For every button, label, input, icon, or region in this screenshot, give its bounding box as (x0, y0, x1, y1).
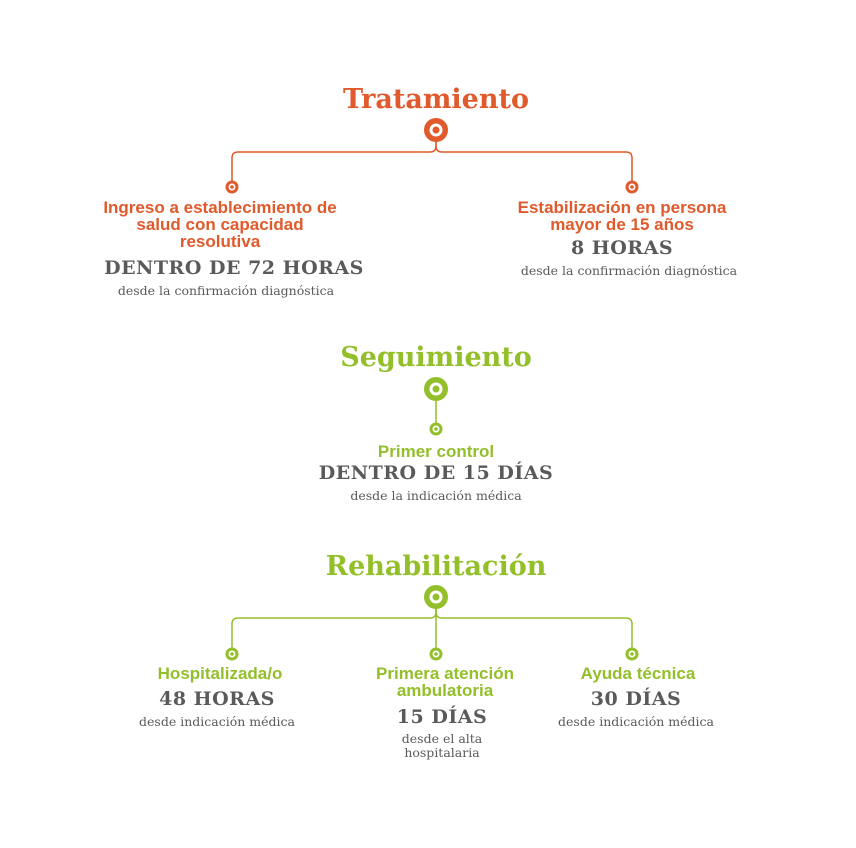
rehabilitacion-item-1-label: Hospitalizada/o (158, 665, 283, 682)
rehabilitacion-item-2-time: 15 DÍAS (396, 706, 488, 728)
rehabilitacion-title: Rehabilitación (325, 551, 547, 582)
tratamiento-item-2-time: 8 HORAS (570, 237, 674, 259)
label-line: Ayuda técnica (580, 664, 696, 683)
rehabilitacion-item-1-time: 48 HORAS (159, 688, 275, 710)
tratamiento-item-1-label: Ingreso a establecimiento de salud con c… (103, 199, 336, 250)
seguimiento-item-1-note: desde la indicación médica (350, 488, 522, 503)
tratamiento-title: Tratamiento (343, 84, 529, 115)
rehabilitacion-item-2-label: Primera atención ambulatoria (376, 665, 514, 699)
seguimiento-item-1-time: DENTRO DE 15 DÍAS (318, 462, 554, 484)
note-line: desde indicación médica (558, 714, 714, 729)
rehabilitacion-node-2 (429, 647, 443, 661)
rehabilitacion-connectors (225, 585, 639, 661)
seguimiento-item-1-label: Primer control (377, 442, 495, 461)
label-line: Ingreso a establecimiento de (103, 198, 337, 217)
tratamiento-node-2 (625, 180, 639, 194)
tratamiento-item-1-time: DENTRO DE 72 HORAS (104, 257, 364, 279)
tratamiento-main-node (424, 118, 448, 142)
seguimiento-title: Seguimiento (340, 342, 532, 373)
rehabilitacion-item-3-time: 30 DÍAS (590, 688, 682, 710)
rehabilitacion-main-node (424, 585, 448, 609)
rehabilitacion-node-1 (225, 647, 239, 661)
rehabilitacion-item-1-note: desde indicación médica (139, 715, 295, 729)
tratamiento-connectors (225, 118, 639, 194)
rehabilitacion-item-3-note: desde indicación médica (558, 715, 714, 729)
tratamiento-item-2-note: desde la confirmación diagnóstica (520, 263, 738, 278)
note-line: desde el alta (401, 731, 483, 746)
label-line: salud con capacidad (136, 215, 304, 234)
label-line: Hospitalizada/o (157, 664, 283, 683)
label-line: ambulatoria (396, 681, 494, 700)
label-line: resolutiva (179, 232, 261, 251)
label-line: mayor de 15 años (550, 215, 694, 234)
rehabilitacion-item-2-note: desde el alta hospitalaria (402, 732, 482, 760)
seguimiento-main-node (424, 377, 448, 401)
seguimiento-node-1 (429, 422, 443, 436)
rehabilitacion-item-3-label: Ayuda técnica (581, 665, 696, 682)
seguimiento-connectors (424, 377, 448, 436)
tratamiento-node-1 (225, 180, 239, 194)
note-line: hospitalaria (404, 745, 480, 760)
label-line: Estabilización en persona (517, 198, 727, 217)
rehabilitacion-node-3 (625, 647, 639, 661)
note-line: desde indicación médica (139, 714, 295, 729)
label-line: Primera atención (376, 664, 514, 683)
tratamiento-item-1-note: desde la confirmación diagnóstica (117, 283, 335, 298)
tratamiento-item-2-label: Estabilización en persona mayor de 15 añ… (518, 199, 727, 233)
